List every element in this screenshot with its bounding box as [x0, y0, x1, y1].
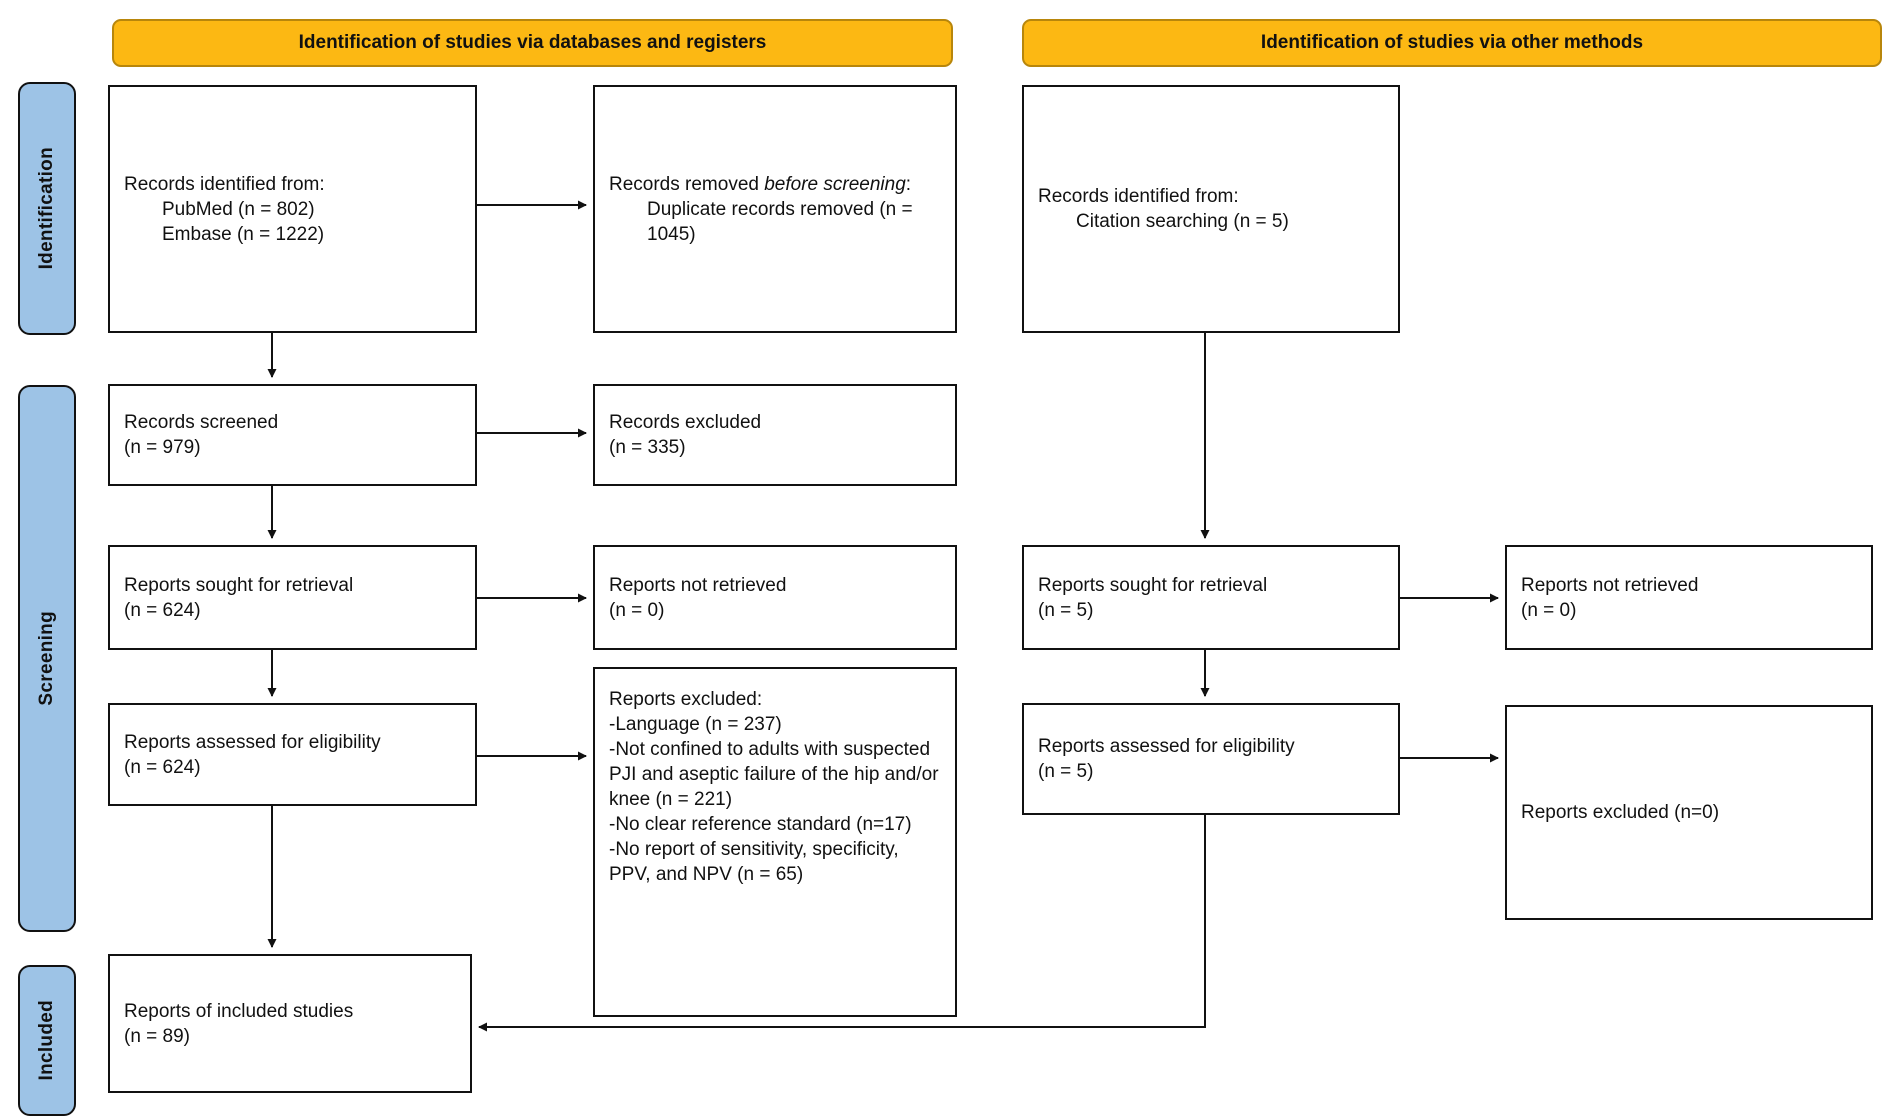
box-line: (n = 5)	[1038, 761, 1094, 782]
phase-label-identification: Identification	[18, 82, 76, 335]
box-reports-sought-databases: Reports sought for retrieval (n = 624)	[108, 545, 477, 650]
box-line: Citation searching (n = 5)	[1076, 211, 1289, 232]
box-line: Duplicate records removed (n = 1045)	[647, 198, 913, 245]
box-line: Reports assessed for eligibility	[1038, 736, 1295, 757]
header-other-label: Identification of studies via other meth…	[1260, 32, 1644, 53]
box-line: (n = 979)	[124, 437, 201, 458]
included-label: Included	[36, 1000, 57, 1081]
box-line: Reports not retrieved	[609, 574, 787, 596]
box-records-identified-databases: Records identified from: PubMed (n = 802…	[108, 85, 477, 333]
screening-label: Screening	[36, 611, 57, 706]
box-reports-not-retrieved-other: Reports not retrieved (n = 0)	[1505, 545, 1873, 650]
box-line: (n = 624)	[124, 599, 201, 621]
box-line: Reports excluded:	[609, 689, 763, 710]
box-records-identified-other: Records identified from: Citation search…	[1022, 85, 1400, 333]
box-line: Records excluded	[609, 412, 762, 433]
box-line: (n = 0)	[1521, 599, 1577, 621]
box-reports-assessed-other: Reports assessed for eligibility (n = 5)	[1022, 703, 1400, 815]
box-line: (n = 0)	[609, 599, 665, 621]
box-line: Embase (n = 1222)	[162, 223, 325, 245]
box-reports-excluded-reasons: Reports excluded: -Language (n = 237) -N…	[593, 667, 957, 1017]
box-line: -Language (n = 237)	[609, 714, 782, 735]
box-line: -No report of sensitivity, specificity, …	[609, 839, 899, 885]
box-line: Records identified from:	[124, 173, 325, 195]
box-text-italic: before screening	[764, 173, 906, 195]
box-reports-sought-other: Reports sought for retrieval (n = 5)	[1022, 545, 1400, 650]
box-line: Records removed before screening:	[609, 172, 943, 197]
identification-label: Identification	[36, 147, 57, 270]
box-records-screened: Records screened (n = 979)	[108, 384, 477, 486]
box-line: Reports excluded (n=0)	[1521, 802, 1720, 823]
box-reports-excluded-other: Reports excluded (n=0)	[1505, 705, 1873, 920]
box-line: (n = 335)	[609, 437, 686, 458]
box-line: Reports assessed for eligibility	[124, 731, 381, 753]
box-records-removed-before-screening: Records removed before screening: Duplic…	[593, 85, 957, 333]
box-records-excluded: Records excluded (n = 335)	[593, 384, 957, 486]
box-line: -No clear reference standard (n=17)	[609, 814, 912, 835]
box-line: Reports sought for retrieval	[1038, 574, 1268, 596]
box-reports-assessed-databases: Reports assessed for eligibility (n = 62…	[108, 703, 477, 806]
header-other-methods: Identification of studies via other meth…	[1022, 19, 1882, 67]
box-line: Reports not retrieved	[1521, 574, 1699, 596]
box-text: :	[905, 173, 912, 195]
header-databases-label: Identification of studies via databases …	[298, 32, 767, 53]
box-text: Records removed	[609, 173, 765, 195]
phase-label-included: Included	[18, 965, 76, 1116]
box-line: (n = 89)	[124, 1025, 191, 1047]
box-line: Reports sought for retrieval	[124, 574, 354, 596]
box-included-studies: Reports of included studies (n = 89)	[108, 954, 472, 1093]
box-reports-not-retrieved-databases: Reports not retrieved (n = 0)	[593, 545, 957, 650]
box-line: (n = 5)	[1038, 599, 1094, 621]
box-line: Records screened	[124, 412, 279, 433]
header-databases-registers: Identification of studies via databases …	[112, 19, 953, 67]
box-line: -Not confined to adults with suspected P…	[609, 739, 939, 810]
box-line: Records identified from:	[1038, 186, 1239, 207]
box-line: Reports of included studies	[124, 1000, 354, 1022]
box-line: PubMed (n = 802)	[162, 198, 315, 220]
box-line: (n = 624)	[124, 756, 201, 778]
phase-label-screening: Screening	[18, 385, 76, 932]
